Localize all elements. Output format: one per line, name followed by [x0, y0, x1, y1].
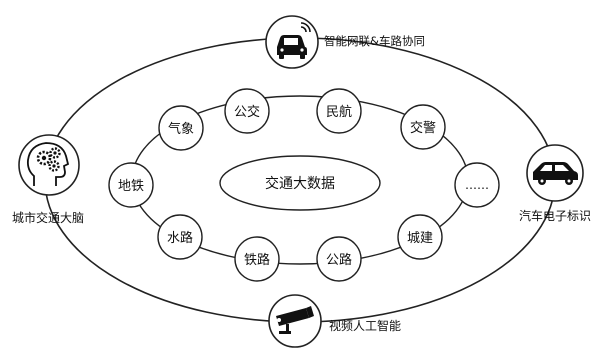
center-node: 交通大数据 [219, 155, 381, 211]
outer-node-label: 汽车电子标识 [519, 208, 591, 223]
ring-node-label: 城建 [407, 231, 433, 246]
ring-node-label: 气象 [168, 121, 194, 137]
ring-node-minhang: 民航 [316, 88, 362, 134]
outer-node-bottom: 视频人工智能 [268, 294, 401, 348]
ring-node-shuilu: 水路 [157, 214, 203, 260]
ring-node-qixiang: 气象 [158, 105, 204, 151]
ring-node-gongjiao: 公交 [224, 88, 270, 134]
ring-node-label: 铁路 [244, 252, 270, 268]
ring-node-ditie: 地铁 [108, 162, 154, 208]
ring-node-jiaojing: 交警 [400, 104, 446, 150]
center-label: 交通大数据 [265, 175, 335, 192]
connected-car-icon [277, 22, 311, 59]
ring-node-tielu: 铁路 [234, 236, 280, 282]
brain-gears-icon [26, 142, 70, 186]
ring-node-label: 民航 [326, 104, 352, 120]
ring-node-label: 水路 [167, 230, 193, 246]
ring-node-more: …… [454, 162, 500, 208]
outer-node-label: 智能网联&车路协同 [324, 34, 425, 48]
outer-node-left: 城市交通大脑 [12, 134, 84, 225]
ring-node-label: 公路 [326, 252, 352, 268]
outer-node-top: 智能网联&车路协同 [265, 15, 425, 69]
car-icon [533, 162, 578, 185]
ring-node-label: 地铁 [118, 179, 144, 194]
ring-node-chengjian: 城建 [397, 214, 443, 260]
outer-node-right: 汽车电子标识 [519, 144, 591, 223]
ring-node-gonglu: 公路 [316, 236, 362, 282]
outer-node-label: 城市交通大脑 [12, 210, 84, 225]
outer-node-label: 视频人工智能 [329, 318, 401, 333]
surveillance-camera-icon [276, 306, 314, 334]
ring-node-label: 公交 [234, 104, 260, 120]
ring-node-label: …… [465, 178, 489, 192]
ring-node-label: 交警 [410, 120, 436, 136]
